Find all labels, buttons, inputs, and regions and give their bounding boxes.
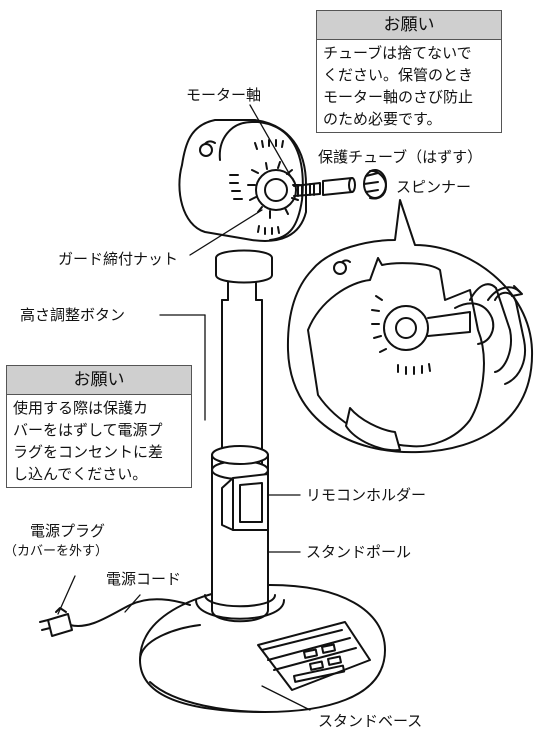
motor-shaft [293,182,321,197]
label-guard-nut: ガード締付ナット [58,250,179,268]
label-remote-holder: リモコンホルダー [306,486,427,504]
notice-title: お願い [317,11,501,40]
notice-text: チューブは捨てないで ください。保管のとき モーター軸のさび防止 のため必要です… [317,40,501,132]
label-stand-pole: スタンドポール [306,543,412,561]
notice-line: のため必要です。 [323,110,442,128]
leader-lines [57,104,311,711]
label-power-cord: 電源コード [106,570,182,588]
remote-holder [221,473,269,531]
notice-title: お願い [7,366,191,395]
protective-tube [322,177,356,196]
notice-line: チューブは捨てないで [323,44,472,62]
notice-box-plug: お願い 使用する際は保護カ バーをはずして電源プ ラグをコンセントに差 し込んで… [6,365,192,488]
rotation-arrowhead [511,285,523,297]
label-power-plug-note: （カバーを外す） [4,544,109,559]
label-height-button: 高さ調整ボタン [20,306,126,324]
label-power-plug: 電源プラグ [30,522,106,540]
notice-line: 使用する際は保護カ [13,399,149,417]
notice-line: ください。保管のとき [323,66,474,84]
label-spinner: スピンナー [396,178,472,196]
notice-text: 使用する際は保護カ バーをはずして電源プ ラグをコンセントに差 し込んでください… [7,395,191,487]
label-protective-tube: 保護チューブ（はずす） [318,148,483,166]
callout-bubble [286,199,534,454]
power-plug [39,607,73,637]
motor-head [178,119,307,242]
upper-pole [215,249,273,301]
spinner [363,169,387,200]
label-stand-base: スタンドベース [318,712,423,730]
notice-box-tube: お願い チューブは捨てないで ください。保管のとき モーター軸のさび防止 のため… [316,10,502,133]
stand-base [139,584,386,713]
notice-line: バーをはずして電源プ [13,421,163,439]
notice-line: し込んでください。 [13,465,148,483]
label-motor-shaft: モーター軸 [186,86,262,104]
notice-line: モーター軸のさび防止 [323,88,474,106]
notice-line: ラグをコンセントに差 [13,443,164,461]
power-cord [69,598,191,627]
stand-pole [195,299,285,623]
